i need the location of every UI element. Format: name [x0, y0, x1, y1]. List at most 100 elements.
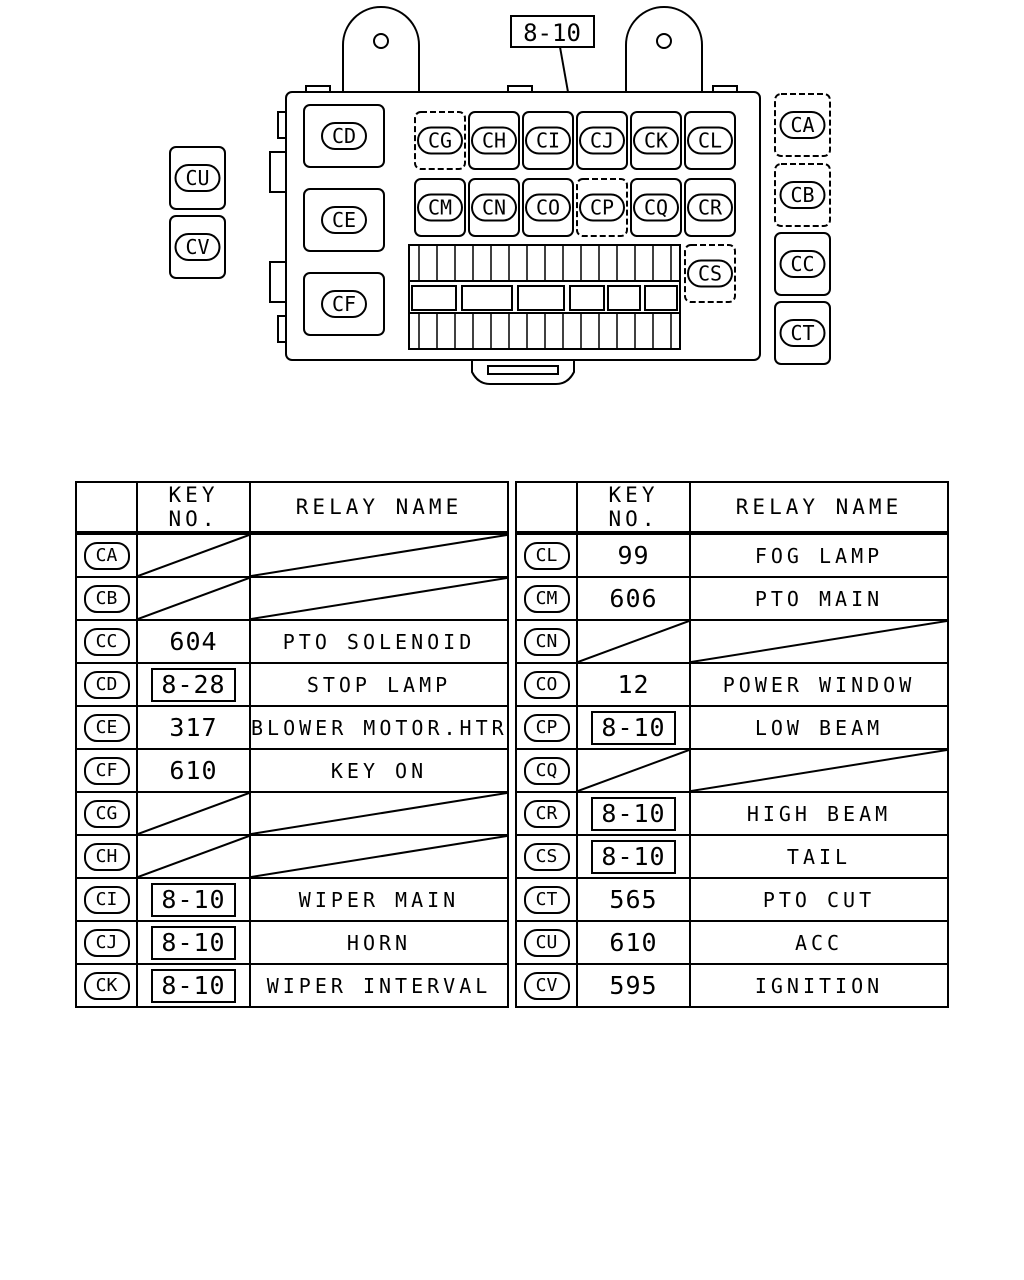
relay-position-label: CN	[482, 196, 506, 220]
relay-position-label: CV	[185, 235, 209, 259]
relay-name-cell: WIPER INTERVAL	[249, 963, 509, 1008]
key-no: 8-10	[591, 796, 676, 831]
relay-id-cell: CF	[75, 748, 138, 793]
relay-name-cell: IGNITION	[689, 963, 949, 1008]
key-no-cell: 99	[576, 532, 691, 578]
table-row-cv: CV 595 IGNITION	[515, 963, 949, 1008]
key-no: 606	[609, 584, 658, 613]
key-no: 8-10	[591, 710, 676, 745]
relay-id: CU	[523, 928, 570, 957]
table-header-row: KEY NO. RELAY NAME	[75, 481, 509, 535]
relay-id: CI	[83, 885, 130, 914]
relay-name: WIPER INTERVAL	[266, 973, 492, 998]
relay-id: CB	[83, 584, 130, 613]
key-no-blank	[136, 791, 251, 836]
relay-name: PTO CUT	[762, 887, 876, 912]
relay-id: CA	[83, 541, 130, 570]
relay-position-cr: CR	[684, 178, 736, 237]
left-mounting-hole	[373, 33, 389, 49]
relay-id-cell: CL	[515, 532, 578, 578]
table-row-ca: CA	[75, 532, 509, 578]
left-mounting-tab	[342, 6, 420, 92]
relay-position-cj: CJ	[576, 111, 628, 170]
table-row-cn: CN	[515, 619, 949, 664]
relay-position-label: CI	[536, 129, 560, 153]
key-no-cell: 8-10	[576, 705, 691, 750]
relay-position-ci: CI	[522, 111, 574, 170]
key-no-cell: 8-28	[136, 662, 251, 707]
relay-id-cell: CO	[515, 662, 578, 707]
relay-box-housing	[285, 91, 761, 361]
relay-position-ch: CH	[468, 111, 520, 170]
key-no-cell: 8-10	[576, 834, 691, 879]
relay-position-label: CJ	[590, 129, 614, 153]
key-no-cell: 610	[136, 748, 251, 793]
key-no: 595	[609, 971, 658, 1000]
relay-position-label: CS	[698, 262, 722, 286]
relay-position-cd: CD	[303, 104, 385, 168]
relay-id-cell: CE	[75, 705, 138, 750]
relay-name-cell: WIPER MAIN	[249, 877, 509, 922]
key-no-cell: 8-10	[136, 920, 251, 965]
relay-name: STOP LAMP	[306, 672, 452, 697]
key-no-cell: 12	[576, 662, 691, 707]
header-key-no: KEY NO.	[136, 481, 251, 535]
fuse-block	[408, 244, 681, 350]
relay-position-label: CO	[536, 196, 560, 220]
relay-name-blank	[249, 532, 509, 578]
relay-position-ct: CT	[774, 301, 831, 365]
relay-id-cell: CI	[75, 877, 138, 922]
relay-name: TAIL	[786, 844, 852, 869]
relay-id-cell: CD	[75, 662, 138, 707]
relay-id-cell: CU	[515, 920, 578, 965]
key-no-cell: 610	[576, 920, 691, 965]
relay-position-cl: CL	[684, 111, 736, 170]
relay-id-cell: CS	[515, 834, 578, 879]
table-row-cb: CB	[75, 576, 509, 621]
relay-name-blank	[249, 834, 509, 879]
relay-position-cs: CS	[684, 244, 736, 303]
relay-position-label: CC	[790, 252, 814, 276]
key-no-cell: 8-10	[136, 963, 251, 1008]
key-no-blank	[136, 834, 251, 879]
relay-name-blank	[249, 791, 509, 836]
relay-id-cell: CN	[515, 619, 578, 664]
relay-name-cell: HORN	[249, 920, 509, 965]
key-no: 565	[609, 885, 658, 914]
header-relay-name: RELAY NAME	[249, 481, 509, 535]
relay-name: HIGH BEAM	[746, 801, 892, 826]
relay-name-cell: POWER WINDOW	[689, 662, 949, 707]
relay-position-cv: CV	[169, 215, 226, 279]
relay-position-co: CO	[522, 178, 574, 237]
relay-id-cell: CV	[515, 963, 578, 1008]
relay-id-cell: CP	[515, 705, 578, 750]
right-mounting-hole	[656, 33, 672, 49]
relay-position-label: CQ	[644, 196, 668, 220]
relay-position-label: CE	[332, 208, 356, 232]
relay-position-label: CL	[698, 129, 722, 153]
relay-position-label: CH	[482, 129, 506, 153]
relay-name: HORN	[346, 930, 412, 955]
header-key-no: KEY NO.	[576, 481, 691, 535]
relay-position-cm: CM	[414, 178, 466, 237]
relay-id-cell: CQ	[515, 748, 578, 793]
table-row-cg: CG	[75, 791, 509, 836]
relay-name: BLOWER MOTOR.HTR	[251, 715, 508, 740]
key-no: 610	[169, 756, 218, 785]
table-header-row: KEY NO. RELAY NAME	[515, 481, 949, 535]
relay-position-label: CT	[790, 321, 814, 345]
key-no: 8-10	[151, 882, 236, 917]
key-no: 8-10	[151, 968, 236, 1003]
bottom-connector	[471, 360, 575, 385]
relay-name-cell: HIGH BEAM	[689, 791, 949, 836]
relay-name-blank	[689, 748, 949, 793]
